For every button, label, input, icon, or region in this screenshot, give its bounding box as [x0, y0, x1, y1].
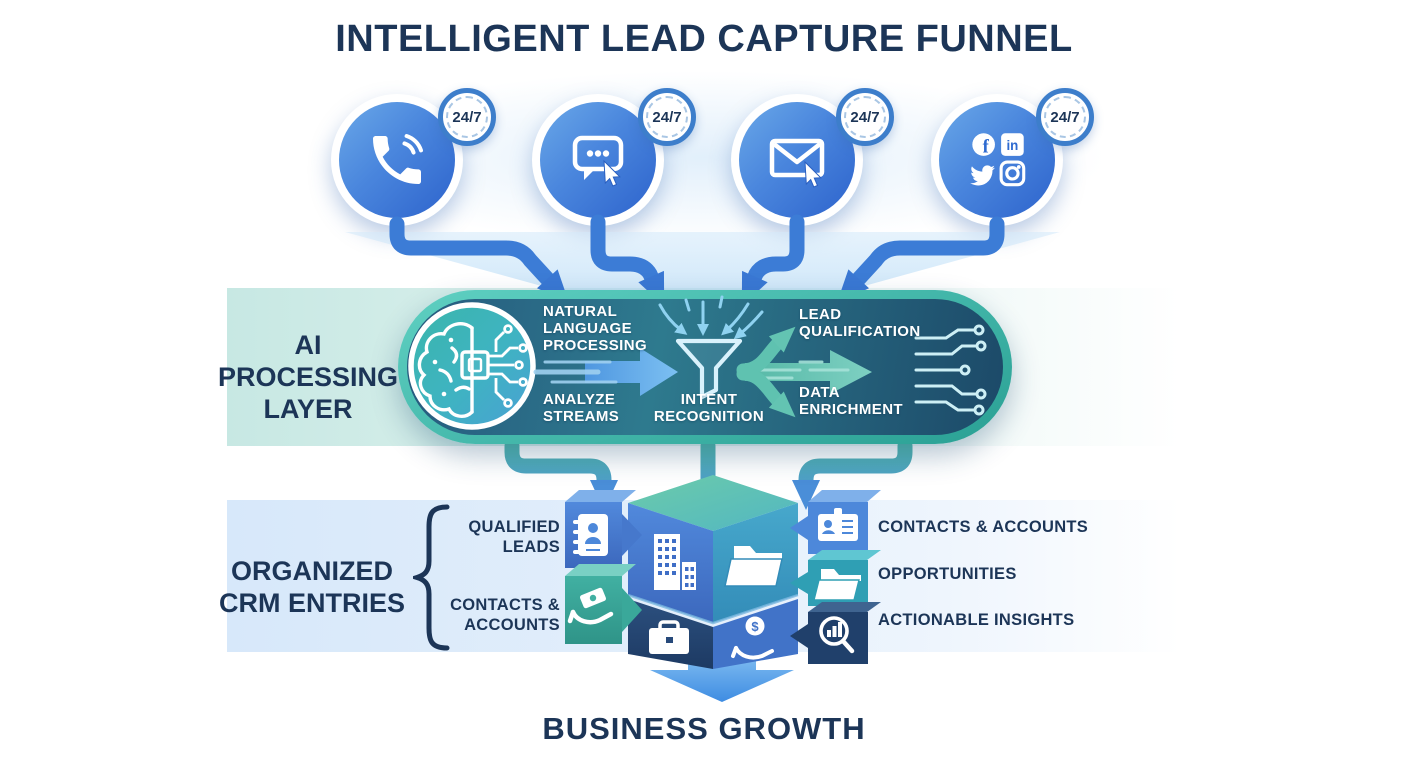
- folder-icon: [724, 546, 783, 587]
- chart-magnifier-icon: [819, 616, 855, 654]
- circuit-traces-icon: [914, 324, 987, 416]
- social-media-icon: f in: [939, 102, 1055, 218]
- badge-24-7: 24/7: [1036, 88, 1094, 146]
- business-growth-label: BUSINESS GROWTH: [542, 711, 866, 746]
- speed-lines-left: [533, 360, 618, 384]
- badge-24-7: 24/7: [638, 88, 696, 146]
- folder-small-icon: [813, 569, 861, 601]
- brain-circuit-icon: [408, 302, 536, 430]
- crm-right-label-actionable-insights: ACTIONABLE INSIGHTS: [878, 611, 1075, 629]
- crm-right-label-opportunities: OPPORTUNITIES: [878, 565, 1017, 583]
- twitter-icon: [970, 165, 995, 186]
- svg-text:in: in: [1006, 138, 1018, 153]
- nlp-arrow: [585, 348, 678, 396]
- phone-icon: [339, 102, 455, 218]
- linkedin-icon: in: [1001, 133, 1024, 156]
- chat-icon: [540, 102, 656, 218]
- crm-cubes-cluster: $: [565, 475, 881, 669]
- nlp-label: NATURAL LANGUAGE PROCESSING: [543, 303, 648, 355]
- curly-brace: [413, 504, 450, 651]
- branch-arrows: [736, 326, 796, 418]
- crm-right-label-contacts-accounts: CONTACTS & ACCOUNTS: [878, 518, 1089, 536]
- funnel-icon: [675, 338, 743, 400]
- crm-layer-label: ORGANIZED CRM ENTRIES: [218, 556, 405, 618]
- crm-left-label-contacts-accounts: CONTACTS & ACCOUNTS: [450, 596, 560, 635]
- crm-left-label-qualified-leads: QUALIFIED LEADS: [468, 518, 560, 557]
- badge-24-7: 24/7: [836, 88, 894, 146]
- channel-phone: [331, 94, 463, 226]
- instagram-icon: [999, 160, 1026, 187]
- building-icon: [654, 534, 696, 590]
- speed-lines-right: [754, 360, 850, 380]
- badge-24-7-label: 24/7: [850, 108, 880, 126]
- badge-24-7-label: 24/7: [452, 108, 482, 126]
- intent-recognition-label: INTENT RECOGNITION: [653, 391, 765, 426]
- dollar-hand-icon: $: [731, 616, 774, 660]
- address-book-icon: [573, 514, 608, 556]
- page-title: INTELLIGENT LEAD CAPTURE FUNNEL: [335, 18, 1073, 60]
- channel-to-ai-arrows: [389, 214, 1005, 306]
- id-card-icon: [818, 508, 858, 541]
- channel-social: f in: [931, 94, 1063, 226]
- slab-hand-money: [565, 576, 622, 644]
- data-enrichment-label: DATA ENRICHMENT: [799, 384, 903, 419]
- badge-24-7-label: 24/7: [652, 108, 682, 126]
- email-icon: [739, 102, 855, 218]
- ai-layer-label: AI PROCESSING LAYER: [218, 330, 399, 424]
- business-growth-arrow: [650, 646, 794, 702]
- badge-24-7-label: 24/7: [1050, 108, 1080, 126]
- svg-text:f: f: [983, 137, 990, 157]
- facebook-icon: f: [972, 133, 995, 157]
- analyze-streams-label: ANALYZE STREAMS: [543, 391, 620, 426]
- hand-money-icon: [567, 587, 614, 625]
- briefcase-icon: [649, 620, 689, 654]
- qualification-arrow: [745, 350, 872, 394]
- lead-qualification-label: LEAD QUALIFICATION: [799, 306, 921, 341]
- channel-email: [731, 94, 863, 226]
- svg-text:$: $: [751, 619, 759, 634]
- badge-24-7: 24/7: [438, 88, 496, 146]
- funnel-input-arrows: [658, 295, 764, 340]
